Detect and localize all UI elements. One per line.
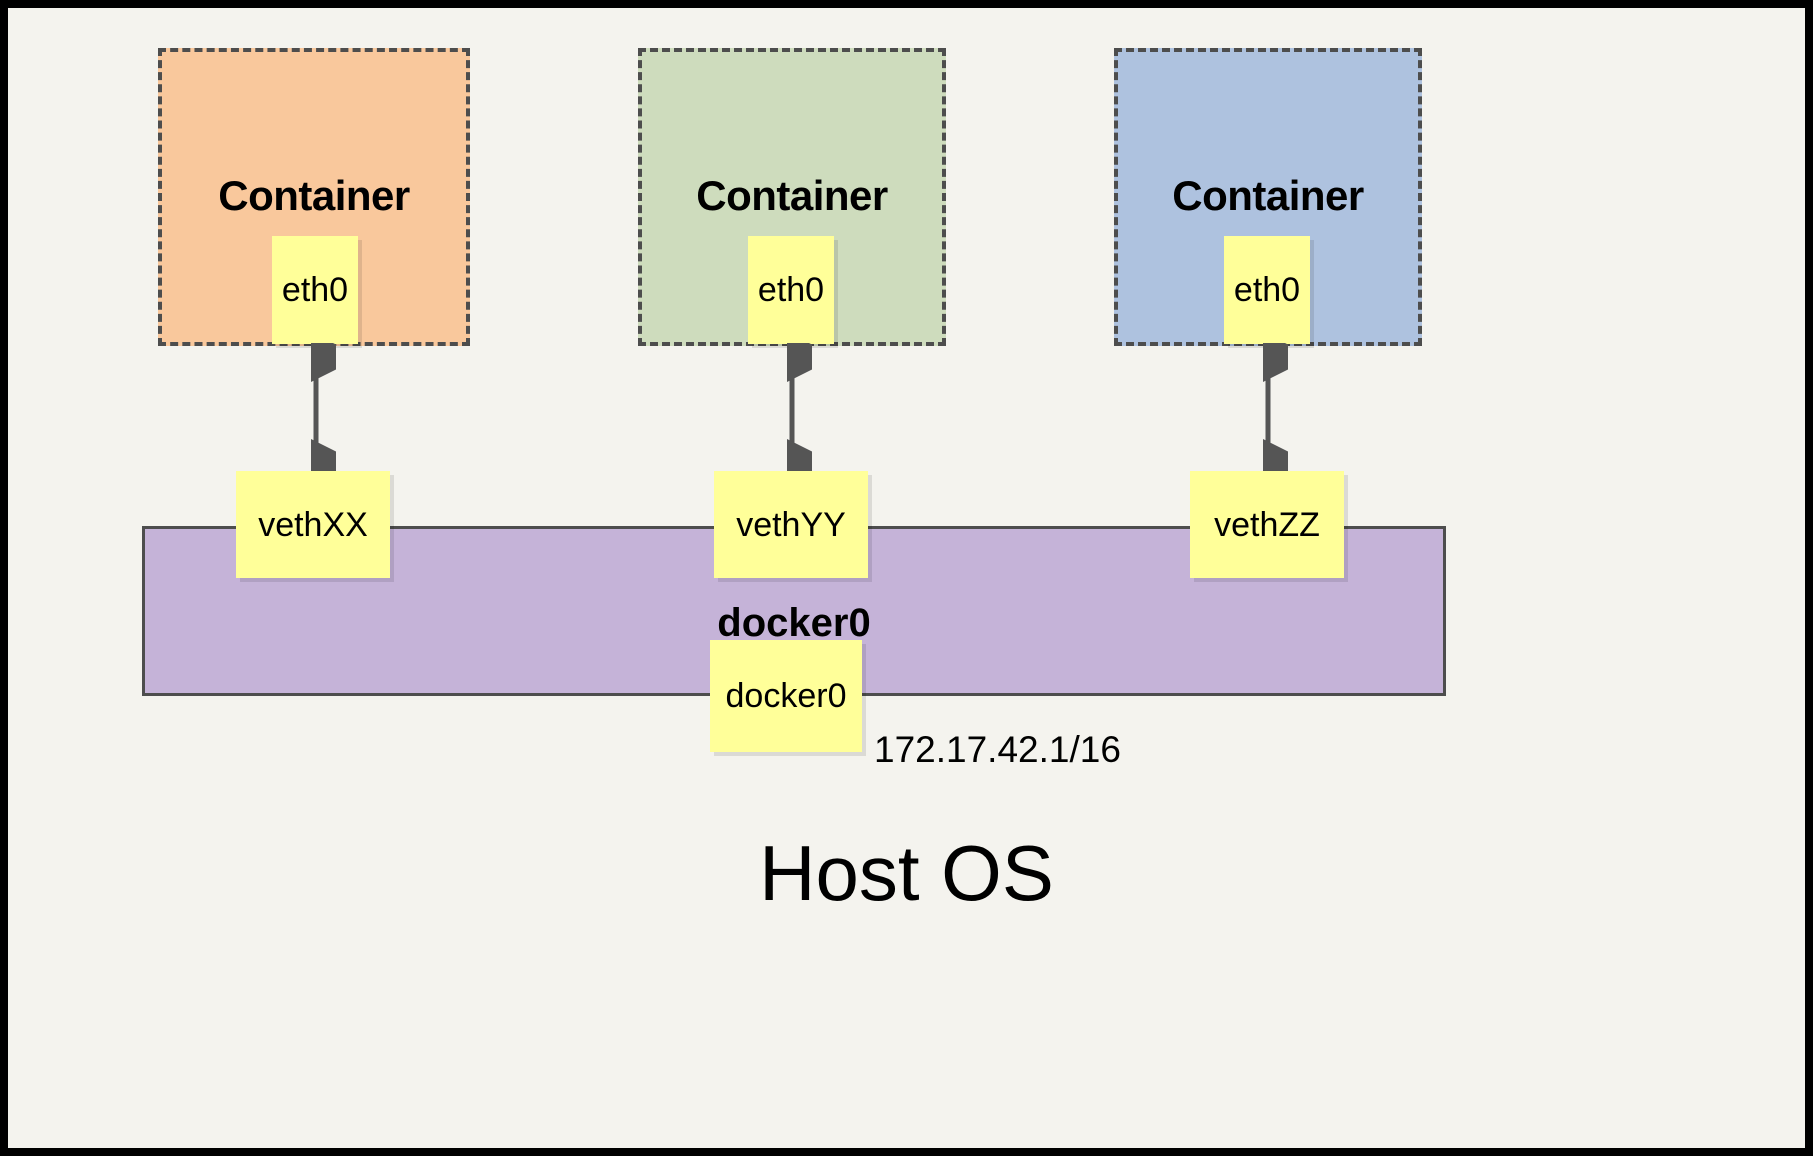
veth-arrow-1	[311, 343, 336, 478]
docker0-ip-address: 172.17.42.1/16	[874, 729, 1121, 770]
eth0-box-2: eth0	[748, 236, 834, 344]
veth-arrow-3	[1263, 343, 1288, 478]
eth0-box-1: eth0	[272, 236, 358, 344]
veth-box-3: vethZZ	[1190, 471, 1344, 578]
eth0-label-3: eth0	[1233, 271, 1301, 309]
veth-label-2: vethYY	[736, 505, 846, 544]
docker0-interface-label: docker0	[725, 677, 847, 715]
container-title-2: Container	[696, 172, 888, 219]
veth-box-2: vethYY	[714, 471, 868, 578]
veth-arrow-2	[787, 343, 812, 478]
eth0-label-2: eth0	[757, 271, 825, 309]
veth-box-1: vethXX	[236, 471, 390, 578]
diagram-stage: Container eth0 Container eth0 Container …	[8, 8, 1805, 1148]
container-title-1: Container	[218, 172, 410, 219]
docker0-bridge-title: docker0	[717, 601, 871, 645]
docker0-interface-box: docker0	[710, 640, 862, 752]
eth0-label-1: eth0	[281, 271, 349, 309]
veth-label-3: vethZZ	[1214, 505, 1320, 544]
host-os-label: Host OS	[759, 829, 1054, 917]
veth-label-1: vethXX	[258, 505, 368, 544]
eth0-box-3: eth0	[1224, 236, 1310, 344]
container-title-3: Container	[1172, 172, 1364, 219]
